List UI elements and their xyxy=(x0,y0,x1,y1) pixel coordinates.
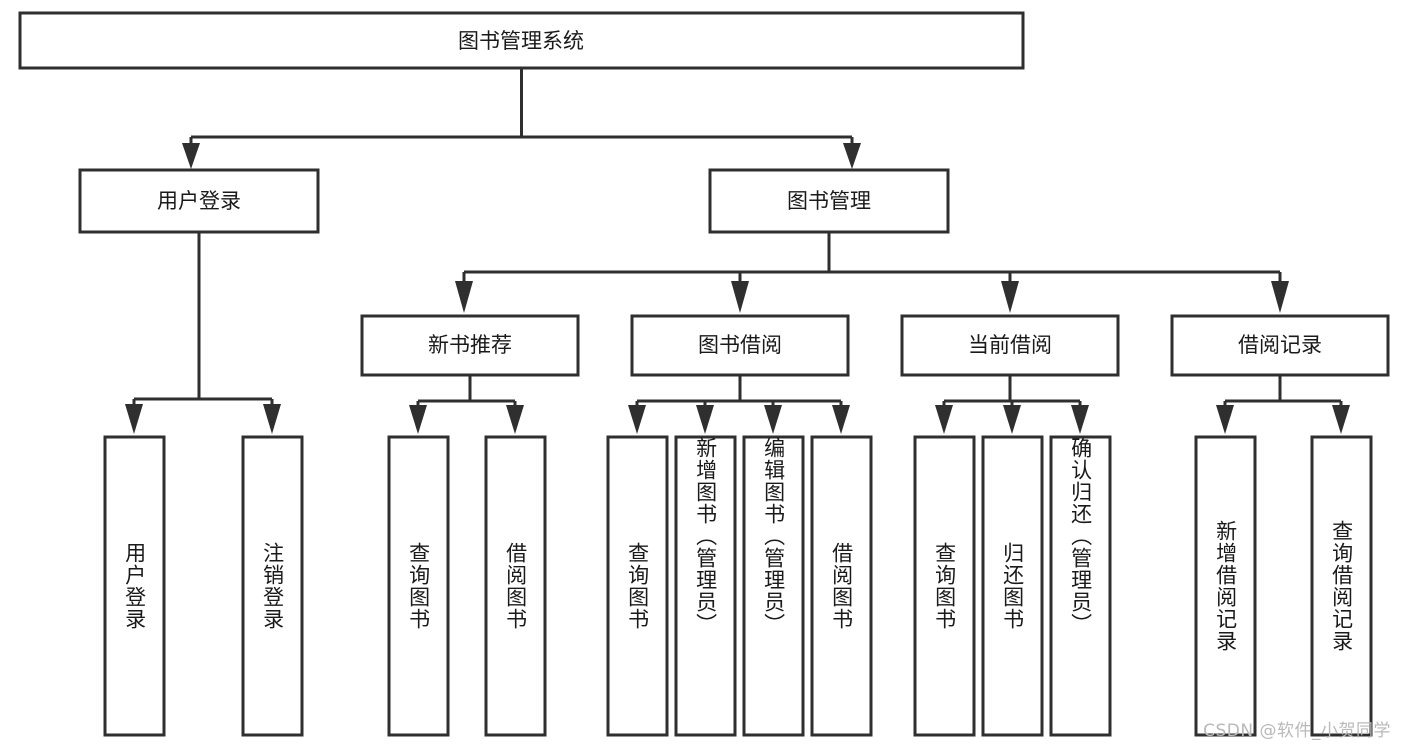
connector-new-book-rec-to-leaves xyxy=(409,375,524,434)
leaf-box-borrow-books-rec[interactable] xyxy=(484,435,547,737)
leaf-box-add-borrow-record[interactable] xyxy=(1194,435,1257,737)
node-box[interactable] xyxy=(900,314,1120,377)
node-user-login[interactable]: 用户登录 xyxy=(78,168,320,234)
arrow-head-icon xyxy=(1001,281,1019,313)
connector-borrow-records-to-leaves xyxy=(1216,375,1350,434)
arrow-head-icon xyxy=(182,143,200,169)
arrow-head-icon xyxy=(628,405,646,434)
node-label: 当前借阅 xyxy=(968,333,1052,357)
node-label: 借阅记录 xyxy=(1238,333,1322,357)
connector-current-borrow-to-leaves xyxy=(935,375,1089,434)
leaf-box-confirm-return-admin[interactable] xyxy=(1049,435,1112,737)
arrow-head-icon xyxy=(455,281,473,313)
arrow-head-icon xyxy=(263,404,281,434)
arrow-head-icon xyxy=(764,405,782,434)
leaf-box-borrow-book[interactable] xyxy=(810,435,873,737)
arrow-head-icon xyxy=(935,405,953,434)
node-box[interactable] xyxy=(360,314,580,377)
leaf-box-edit-book-admin[interactable] xyxy=(742,435,805,737)
leaf-box-return-book[interactable] xyxy=(981,435,1044,737)
arrow-head-icon xyxy=(1071,405,1089,434)
connector-user-login-to-leaves xyxy=(125,232,281,434)
node-book-borrowing[interactable]: 图书借阅 xyxy=(630,314,850,377)
node-root[interactable]: 图书管理系统 xyxy=(18,11,1025,70)
arrow-head-icon xyxy=(506,405,524,434)
node-label: 用户登录 xyxy=(157,189,241,213)
node-label: 图书管理 xyxy=(787,189,871,213)
leaf-box-logout[interactable] xyxy=(241,435,304,737)
arrow-head-icon xyxy=(843,143,861,169)
leaf-box-query-books-borrow[interactable] xyxy=(606,435,669,737)
leaf-box-query-borrow-record[interactable] xyxy=(1310,435,1373,737)
arrow-head-icon xyxy=(696,405,714,434)
arrow-head-icon xyxy=(1003,405,1021,434)
leaf-box-user-login[interactable] xyxy=(103,435,166,737)
arrow-head-icon xyxy=(1332,405,1350,434)
arrow-head-icon xyxy=(1216,405,1234,434)
leaf-box-query-books-rec[interactable] xyxy=(387,435,450,737)
arrow-head-icon xyxy=(832,405,850,434)
node-borrow-records[interactable]: 借阅记录 xyxy=(1170,314,1390,377)
leaf-box-query-books-current[interactable] xyxy=(913,435,976,737)
arrow-head-icon xyxy=(125,404,143,434)
node-label: 图书借阅 xyxy=(698,333,782,357)
watermark: CSDN @软件_小贺同学 xyxy=(1203,721,1391,741)
node-box[interactable] xyxy=(18,11,1025,70)
connector-book-borrow-to-leaves xyxy=(628,375,850,434)
node-book-management[interactable]: 图书管理 xyxy=(708,168,950,234)
leaf-boxes xyxy=(103,435,1373,737)
arrow-head-icon xyxy=(409,405,427,434)
node-label: 图书管理系统 xyxy=(458,29,584,53)
node-box[interactable] xyxy=(708,168,950,234)
node-box[interactable] xyxy=(1170,314,1390,377)
node-box[interactable] xyxy=(630,314,850,377)
arrow-head-icon xyxy=(1271,281,1289,313)
node-new-book-recommendation[interactable]: 新书推荐 xyxy=(360,314,580,377)
node-label: 新书推荐 xyxy=(428,333,512,357)
leaf-box-add-book-admin[interactable] xyxy=(674,435,737,737)
node-current-borrowing[interactable]: 当前借阅 xyxy=(900,314,1120,377)
arrow-head-icon xyxy=(731,281,749,313)
node-box[interactable] xyxy=(78,168,320,234)
connector-root-to-level2 xyxy=(182,68,861,169)
connector-book-mgmt-to-level3 xyxy=(455,232,1289,313)
